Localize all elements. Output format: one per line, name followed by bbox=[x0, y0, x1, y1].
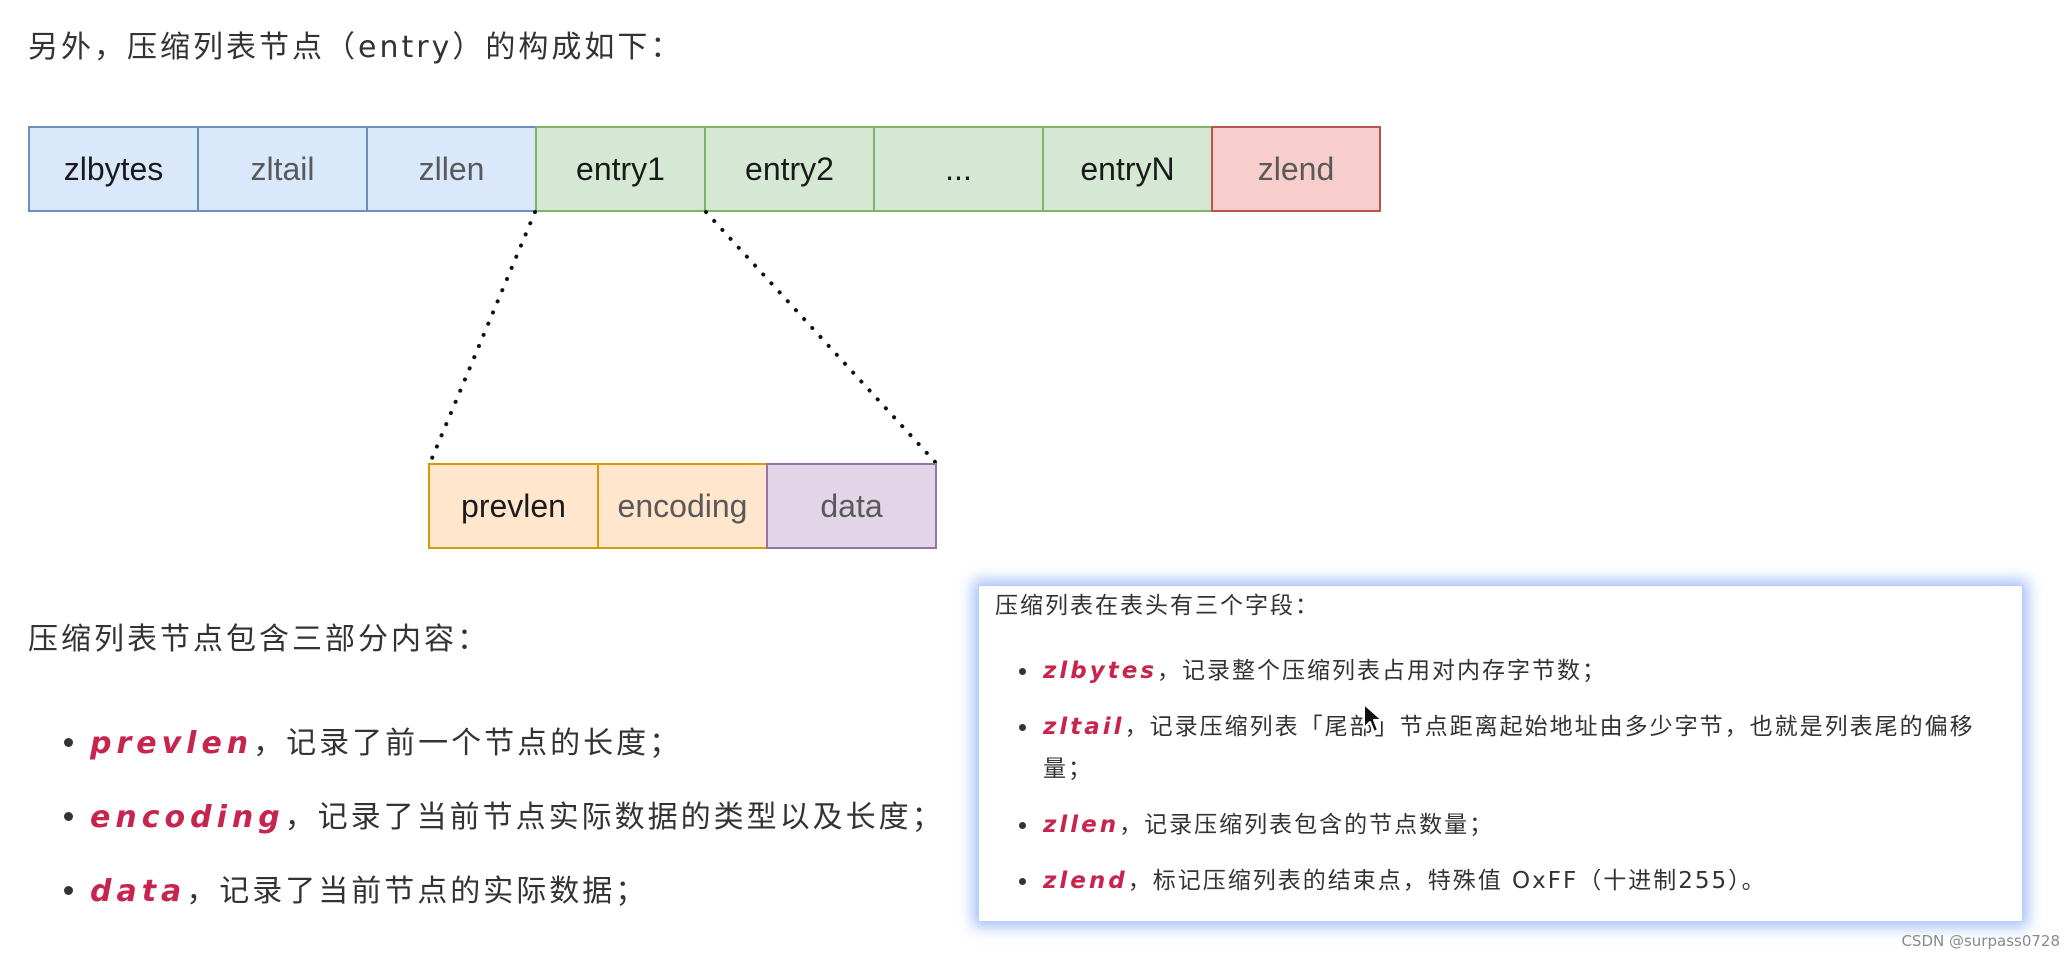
keyword-prevlen: prevlen bbox=[90, 726, 254, 761]
item-text: ，记录压缩列表「尾部」节点距离起始地址由多少字节，也就是列表尾的偏移量； bbox=[1043, 714, 1975, 782]
parts-heading: 压缩列表节点包含三部分内容： bbox=[28, 622, 490, 657]
dotted-line-left bbox=[428, 210, 537, 465]
item-text: ，记录整个压缩列表占用对内存字节数； bbox=[1157, 658, 1608, 684]
item-text: ，记录了当前节点实际数据的类型以及长度； bbox=[284, 800, 945, 835]
intro-text: 另外，压缩列表节点（entry）的构成如下： bbox=[28, 30, 684, 65]
keyword-zltail: zltail bbox=[1043, 714, 1125, 740]
dotted-line-right bbox=[704, 210, 938, 465]
list-item: data，记录了当前节点的实际数据； bbox=[28, 866, 945, 940]
item-text: ，记录了当前节点的实际数据； bbox=[186, 874, 649, 909]
cell-encoding: encoding bbox=[597, 463, 768, 549]
list-item: encoding，记录了当前节点实际数据的类型以及长度； bbox=[28, 792, 945, 866]
cell-ellipsis: ... bbox=[873, 126, 1044, 212]
list-item: zltail，记录压缩列表「尾部」节点距离起始地址由多少字节，也就是列表尾的偏移… bbox=[1019, 706, 1999, 790]
cell-data: data bbox=[766, 463, 937, 549]
cell-entry1: entry1 bbox=[535, 126, 706, 212]
cell-entry2: entry2 bbox=[704, 126, 875, 212]
list-item: zllen，记录压缩列表包含的节点数量； bbox=[1019, 804, 1999, 846]
keyword-encoding: encoding bbox=[90, 800, 285, 835]
mouse-pointer-icon bbox=[1362, 702, 1384, 738]
cell-prevlen: prevlen bbox=[428, 463, 599, 549]
cell-zllen: zllen bbox=[366, 126, 537, 212]
list-item: prevlen，记录了前一个节点的长度； bbox=[28, 718, 945, 792]
list-item: zlend，标记压缩列表的结束点，特殊值 OxFF（十进制255）。 bbox=[1019, 860, 1999, 902]
item-text: ，标记压缩列表的结束点，特殊值 OxFF（十进制255）。 bbox=[1127, 868, 1767, 894]
popup-title: 压缩列表在表头有三个字段： bbox=[995, 593, 1320, 619]
keyword-zllen: zllen bbox=[1043, 812, 1120, 838]
watermark: CSDN @surpass0728 bbox=[1901, 932, 2060, 950]
cell-zlend: zlend bbox=[1211, 126, 1381, 212]
item-text: ，记录了前一个节点的长度； bbox=[253, 726, 683, 761]
cell-zlbytes: zlbytes bbox=[28, 126, 199, 212]
popup-list: zlbytes，记录整个压缩列表占用对内存字节数； zltail，记录压缩列表「… bbox=[1019, 650, 1999, 916]
keyword-zlend: zlend bbox=[1043, 868, 1128, 894]
keyword-zlbytes: zlbytes bbox=[1043, 658, 1158, 684]
list-item: zlbytes，记录整个压缩列表占用对内存字节数； bbox=[1019, 650, 1999, 692]
tooltip-popup: 压缩列表在表头有三个字段： zlbytes，记录整个压缩列表占用对内存字节数； … bbox=[978, 585, 2023, 922]
keyword-data: data bbox=[90, 874, 187, 909]
item-text: ，记录压缩列表包含的节点数量； bbox=[1119, 812, 1495, 838]
parts-list: prevlen，记录了前一个节点的长度； encoding，记录了当前节点实际数… bbox=[28, 718, 945, 940]
